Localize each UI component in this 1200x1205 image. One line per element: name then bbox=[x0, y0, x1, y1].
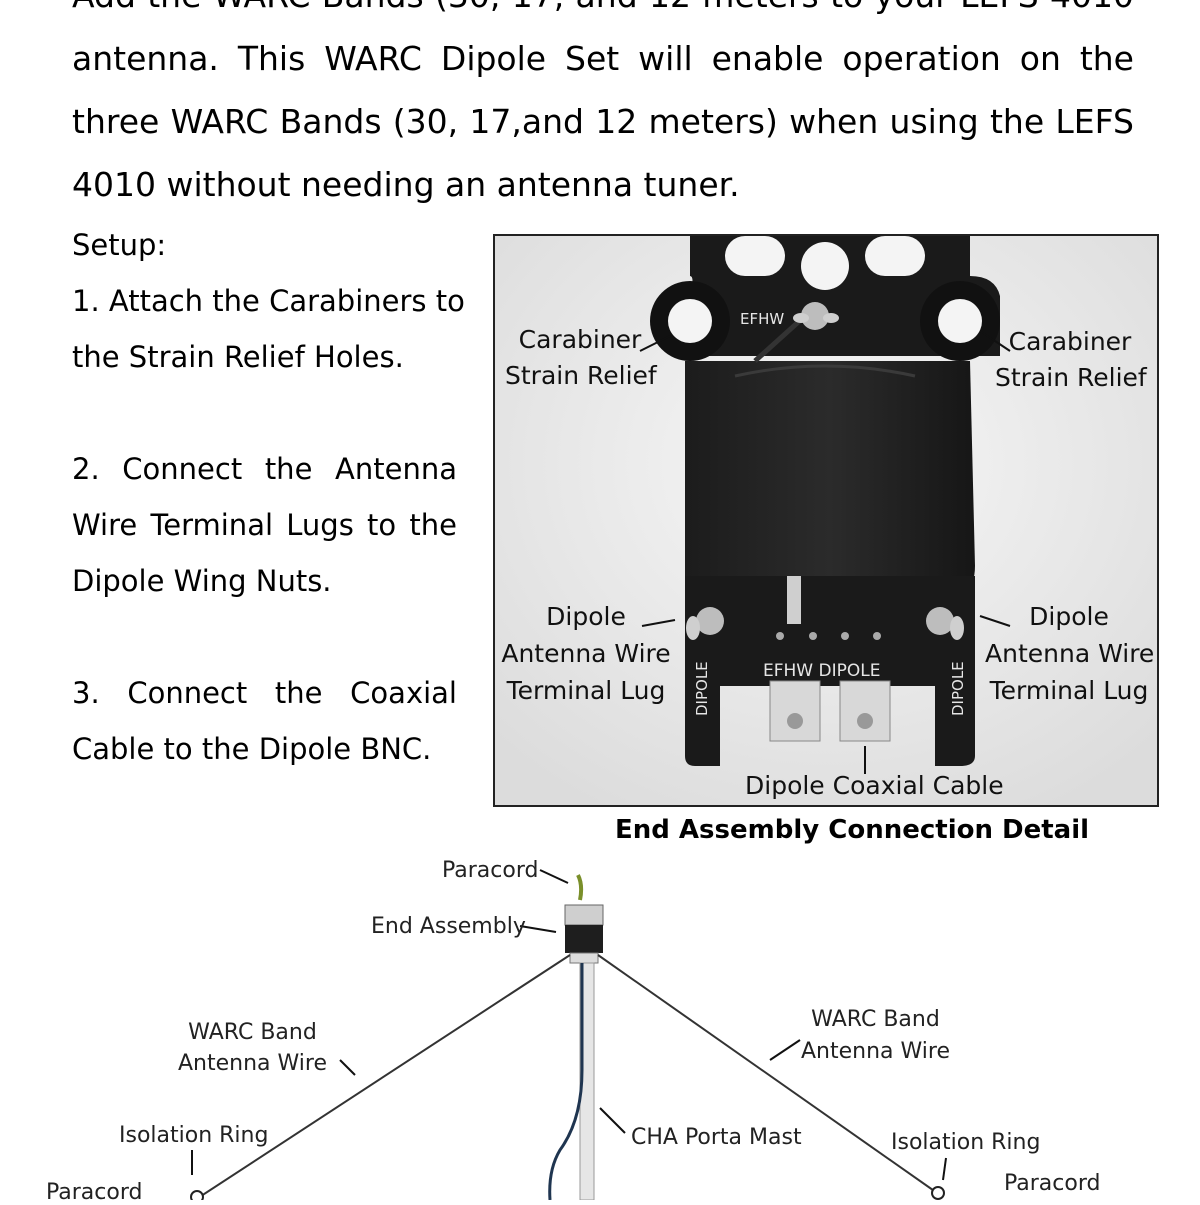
carabiner-strain-relief-right-label: Carabiner Strain Relief bbox=[995, 324, 1147, 396]
label-line: Carabiner bbox=[518, 325, 642, 354]
step-3-line: Cable to the Dipole BNC. bbox=[72, 732, 432, 766]
warc-antenna-wire-left-label: WARC Band Antenna Wire bbox=[178, 1017, 327, 1079]
board-top-text: EFHW bbox=[740, 310, 784, 328]
label-line: Antenna Wire bbox=[178, 1051, 327, 1076]
board-side-text: DIPOLE bbox=[949, 661, 967, 716]
photo-caption: End Assembly Connection Detail bbox=[615, 815, 1090, 845]
label-line: Terminal Lug bbox=[506, 676, 666, 705]
setup-heading: Setup: bbox=[72, 228, 167, 262]
label-line: WARC Band bbox=[811, 1007, 940, 1032]
end-assembly-board-image: EFHW EFHW DIPOLE DIPOLE DIPOLE bbox=[495, 236, 1157, 805]
step-1-line: 1. Attach the Carabiners to bbox=[72, 284, 465, 318]
intro-line: antenna. This WARC Dipole Set will enabl… bbox=[72, 39, 1134, 78]
isolation-ring-left-label: Isolation Ring bbox=[119, 1123, 269, 1148]
carabiner-strain-relief-left-label: Carabiner Strain Relief bbox=[505, 322, 657, 394]
intro-line: 4010 without needing an antenna tuner. bbox=[72, 165, 740, 204]
dipole-terminal-lug-left-label: Dipole Antenna Wire Terminal Lug bbox=[500, 598, 672, 709]
antenna-setup-diagram bbox=[190, 869, 947, 1200]
dipole-terminal-lug-right-label: Dipole Antenna Wire Terminal Lug bbox=[985, 598, 1155, 709]
label-line: Antenna Wire bbox=[801, 1039, 950, 1064]
isolation-ring-right-label: Isolation Ring bbox=[891, 1130, 1041, 1155]
end-assembly-label: End Assembly bbox=[371, 914, 526, 939]
diagram-arrows bbox=[191, 869, 947, 1181]
label-line: Carabiner bbox=[1008, 327, 1132, 356]
warc-antenna-wire-right-label: WARC Band Antenna Wire bbox=[801, 1004, 950, 1068]
end-assembly-photo: EFHW EFHW DIPOLE DIPOLE DIPOLE bbox=[493, 234, 1159, 807]
intro-paragraph: Add the WARC Bands (30, 17, and 12 meter… bbox=[72, 0, 1134, 216]
step-2-line: Dipole Wing Nuts. bbox=[72, 564, 332, 598]
intro-line: three WARC Bands (30, 17,and 12 meters) … bbox=[72, 102, 1134, 141]
board-side-text: DIPOLE bbox=[693, 661, 711, 716]
label-line: Antenna Wire bbox=[501, 639, 671, 668]
label-line: WARC Band bbox=[188, 1020, 317, 1045]
paracord-right-label: Paracord bbox=[1004, 1171, 1101, 1196]
label-line: Dipole bbox=[1029, 602, 1109, 631]
intro-line: Add the WARC Bands (30, 17, and 12 meter… bbox=[72, 0, 1134, 27]
step-3-line: 3. Connect the Coaxial bbox=[72, 676, 457, 710]
label-line: Strain Relief bbox=[995, 363, 1147, 392]
board-bottom-text: EFHW DIPOLE bbox=[763, 661, 880, 681]
step-2-line: Wire Terminal Lugs to the bbox=[72, 508, 457, 542]
dipole-coaxial-cable-label: Dipole Coaxial Cable bbox=[745, 771, 1004, 800]
label-arrows bbox=[639, 330, 1011, 774]
cha-porta-mast-label: CHA Porta Mast bbox=[631, 1125, 802, 1150]
label-line: Dipole bbox=[546, 602, 626, 631]
paracord-top-label: Paracord bbox=[442, 858, 539, 883]
label-line: Terminal Lug bbox=[989, 676, 1149, 705]
step-2-line: 2. Connect the Antenna bbox=[72, 452, 457, 486]
label-line: Strain Relief bbox=[505, 361, 657, 390]
paracord-left-label: Paracord bbox=[46, 1180, 143, 1205]
step-1-line: the Strain Relief Holes. bbox=[72, 340, 404, 374]
label-line: Antenna Wire bbox=[985, 639, 1155, 668]
